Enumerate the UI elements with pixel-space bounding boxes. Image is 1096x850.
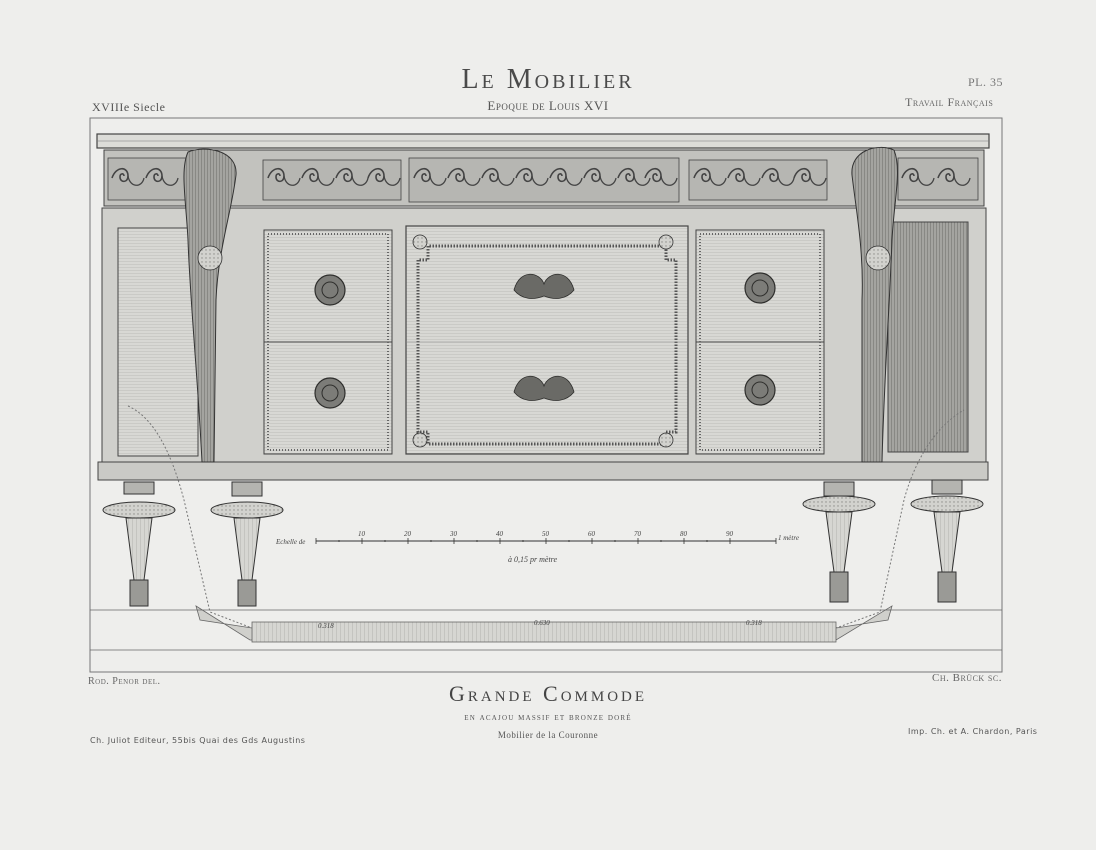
scale-tick-label: 60 — [588, 530, 596, 538]
side-panel-left — [117, 227, 199, 457]
scale-ratio: à 0,15 pr mètre — [508, 555, 557, 564]
scale-label: Echelle de — [275, 538, 305, 546]
plate-caption-title: Grande Commode — [448, 681, 648, 706]
workmanship-label: Travail Français — [905, 95, 994, 109]
plate-period-subtitle: Epoque de Louis XVI — [487, 98, 609, 113]
scale-tick-label: 70 — [634, 530, 642, 538]
scale-bar: Echelle de 1 mètre à 0,15 pr mètre 10 20 3… — [275, 530, 799, 564]
plate-border — [89, 117, 1003, 673]
drawer-ring-pull — [314, 272, 776, 409]
frieze-panel-center — [408, 157, 680, 203]
plan-dimension-left: 0.318 — [318, 622, 334, 630]
scale-tick-label: 40 — [496, 530, 504, 538]
turned-leg-outer-left — [102, 481, 176, 607]
console-bracket-left — [183, 148, 237, 463]
plate-caption-collection: Mobilier de la Couronne — [497, 730, 599, 740]
console-bracket-right — [851, 146, 898, 463]
scale-tick-label: 30 — [449, 530, 458, 538]
frieze-panel-right — [897, 157, 979, 201]
central-panel — [405, 225, 689, 455]
delineator-credit: Rod. Penor del. — [88, 676, 161, 687]
scale-tick-label: 80 — [680, 530, 688, 538]
engraver-credit: Ch. Brück sc. — [932, 672, 1002, 684]
printer-imprint: Imp. Ch. et A. Chardon, Paris — [908, 727, 1038, 736]
plate-series-title: Le Mobilier — [461, 64, 635, 95]
scale-tick-label: 90 — [726, 530, 734, 538]
plan-dimension-right: 0.318 — [746, 619, 762, 627]
turned-leg-inner-left — [210, 481, 284, 607]
century-label: XVIIIe Siecle — [92, 100, 166, 114]
bottom-moulding — [97, 461, 989, 481]
turned-leg-outer-right — [910, 479, 984, 603]
plate-caption-description: en acajou massif et bronze doré — [464, 712, 632, 723]
turned-leg-inner-right — [802, 481, 876, 603]
bronze-escutcheon — [513, 273, 575, 401]
scale-tick-label: 20 — [404, 530, 412, 538]
rosette-ornament — [412, 234, 674, 448]
plate-number: PL. 35 — [968, 75, 1004, 89]
plan-dimension-center: 0.630 — [534, 619, 550, 627]
scale-tick-label: 50 — [542, 530, 550, 538]
scale-end-label: 1 mètre — [778, 534, 799, 542]
side-panel-right — [887, 221, 969, 453]
publisher-imprint: Ch. Juliot Editeur, 55bis Quai des Gds A… — [90, 736, 306, 745]
scale-tick-label: 10 — [358, 530, 366, 538]
